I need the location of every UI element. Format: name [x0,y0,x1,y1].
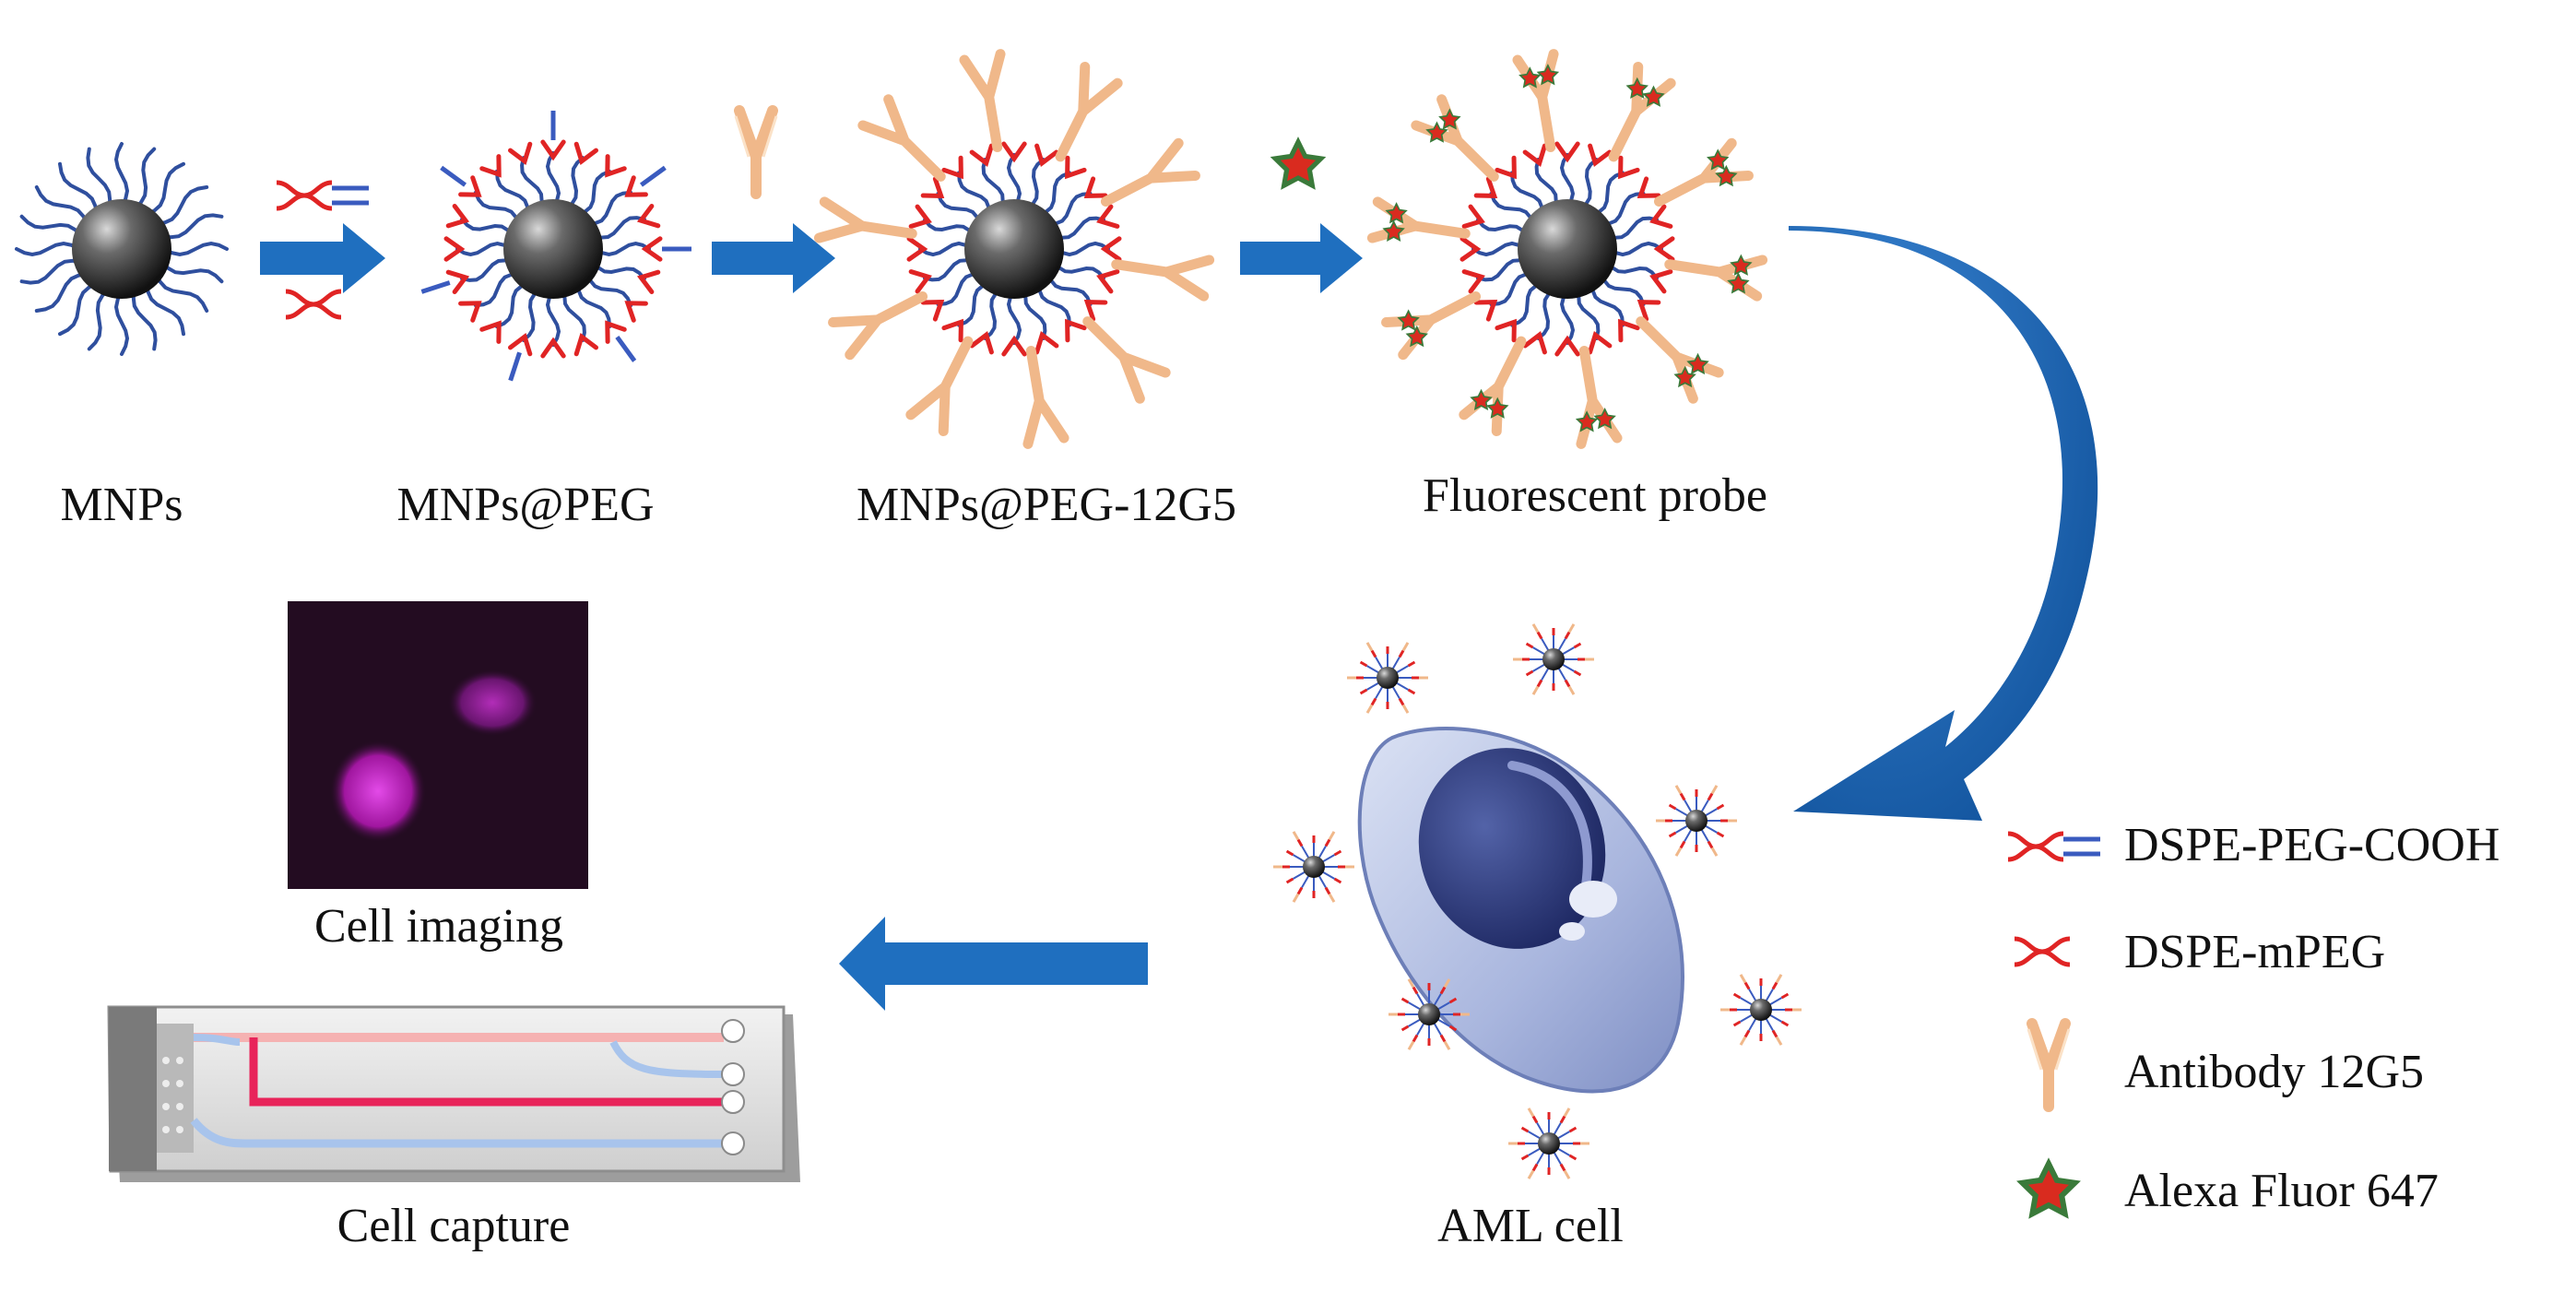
legend-star-icon [2023,1164,2075,1214]
small-probe-icon [1720,974,1802,1046]
label-aml-cell: AML cell [1437,1200,1624,1252]
small-probe-icon [1273,831,1354,903]
small-probe-icon [1656,785,1737,857]
arrow-step-1 [260,223,385,293]
label-mnps: MNPs [60,479,183,531]
arrow-step-2 [712,223,835,293]
step-arrows [260,223,1363,1011]
small-probe-icon [1508,1108,1589,1179]
legend-dspe-peg-cooh-icon [2008,834,2100,859]
small-probe-icon [1347,642,1428,714]
legend-label-alexa-fluor-647: Alexa Fluor 647 [2124,1165,2439,1217]
legend-antibody-icon [2028,1024,2069,1107]
reagent-peg-lipids-icon [277,183,369,317]
particle-mnps-peg [420,111,691,382]
arrow-step-3 [1240,223,1363,293]
legend-label-dspe-peg-cooh: DSPE-PEG-COOH [2124,819,2500,871]
particle-mnps-peg-12g5 [813,49,1215,449]
reagent-dye-star-icon [1275,142,1320,185]
small-probe-icon [1388,978,1470,1050]
reagent-antibody-icon [736,111,776,194]
particle-fluorescent-probe [1366,49,1768,449]
cell-imaging-micrograph [288,601,588,889]
legend-icons [2008,834,2100,1214]
label-mnps-peg: MNPs@PEG [396,479,655,531]
label-cell-capture: Cell capture [337,1200,571,1252]
arrow-step-4 [839,917,1148,1011]
legend-dspe-mpeg-icon [2015,939,2070,965]
particle-mnps [15,142,229,356]
label-fluorescent-probe: Fluorescent probe [1422,469,1768,522]
label-cell-imaging: Cell imaging [313,900,564,953]
legend-label-dspe-mpeg: DSPE-mPEG [2124,926,2386,978]
small-probes [1273,623,1802,1179]
aml-cell [1357,727,1684,1094]
label-mnps-peg-12g5: MNPs@PEG-12G5 [857,479,1236,531]
legend-label-antibody-12g5: Antibody 12G5 [2124,1046,2424,1098]
curved-arrow [1789,226,2098,821]
microfluidic-chip [107,1005,800,1182]
small-probe-icon [1513,623,1594,695]
